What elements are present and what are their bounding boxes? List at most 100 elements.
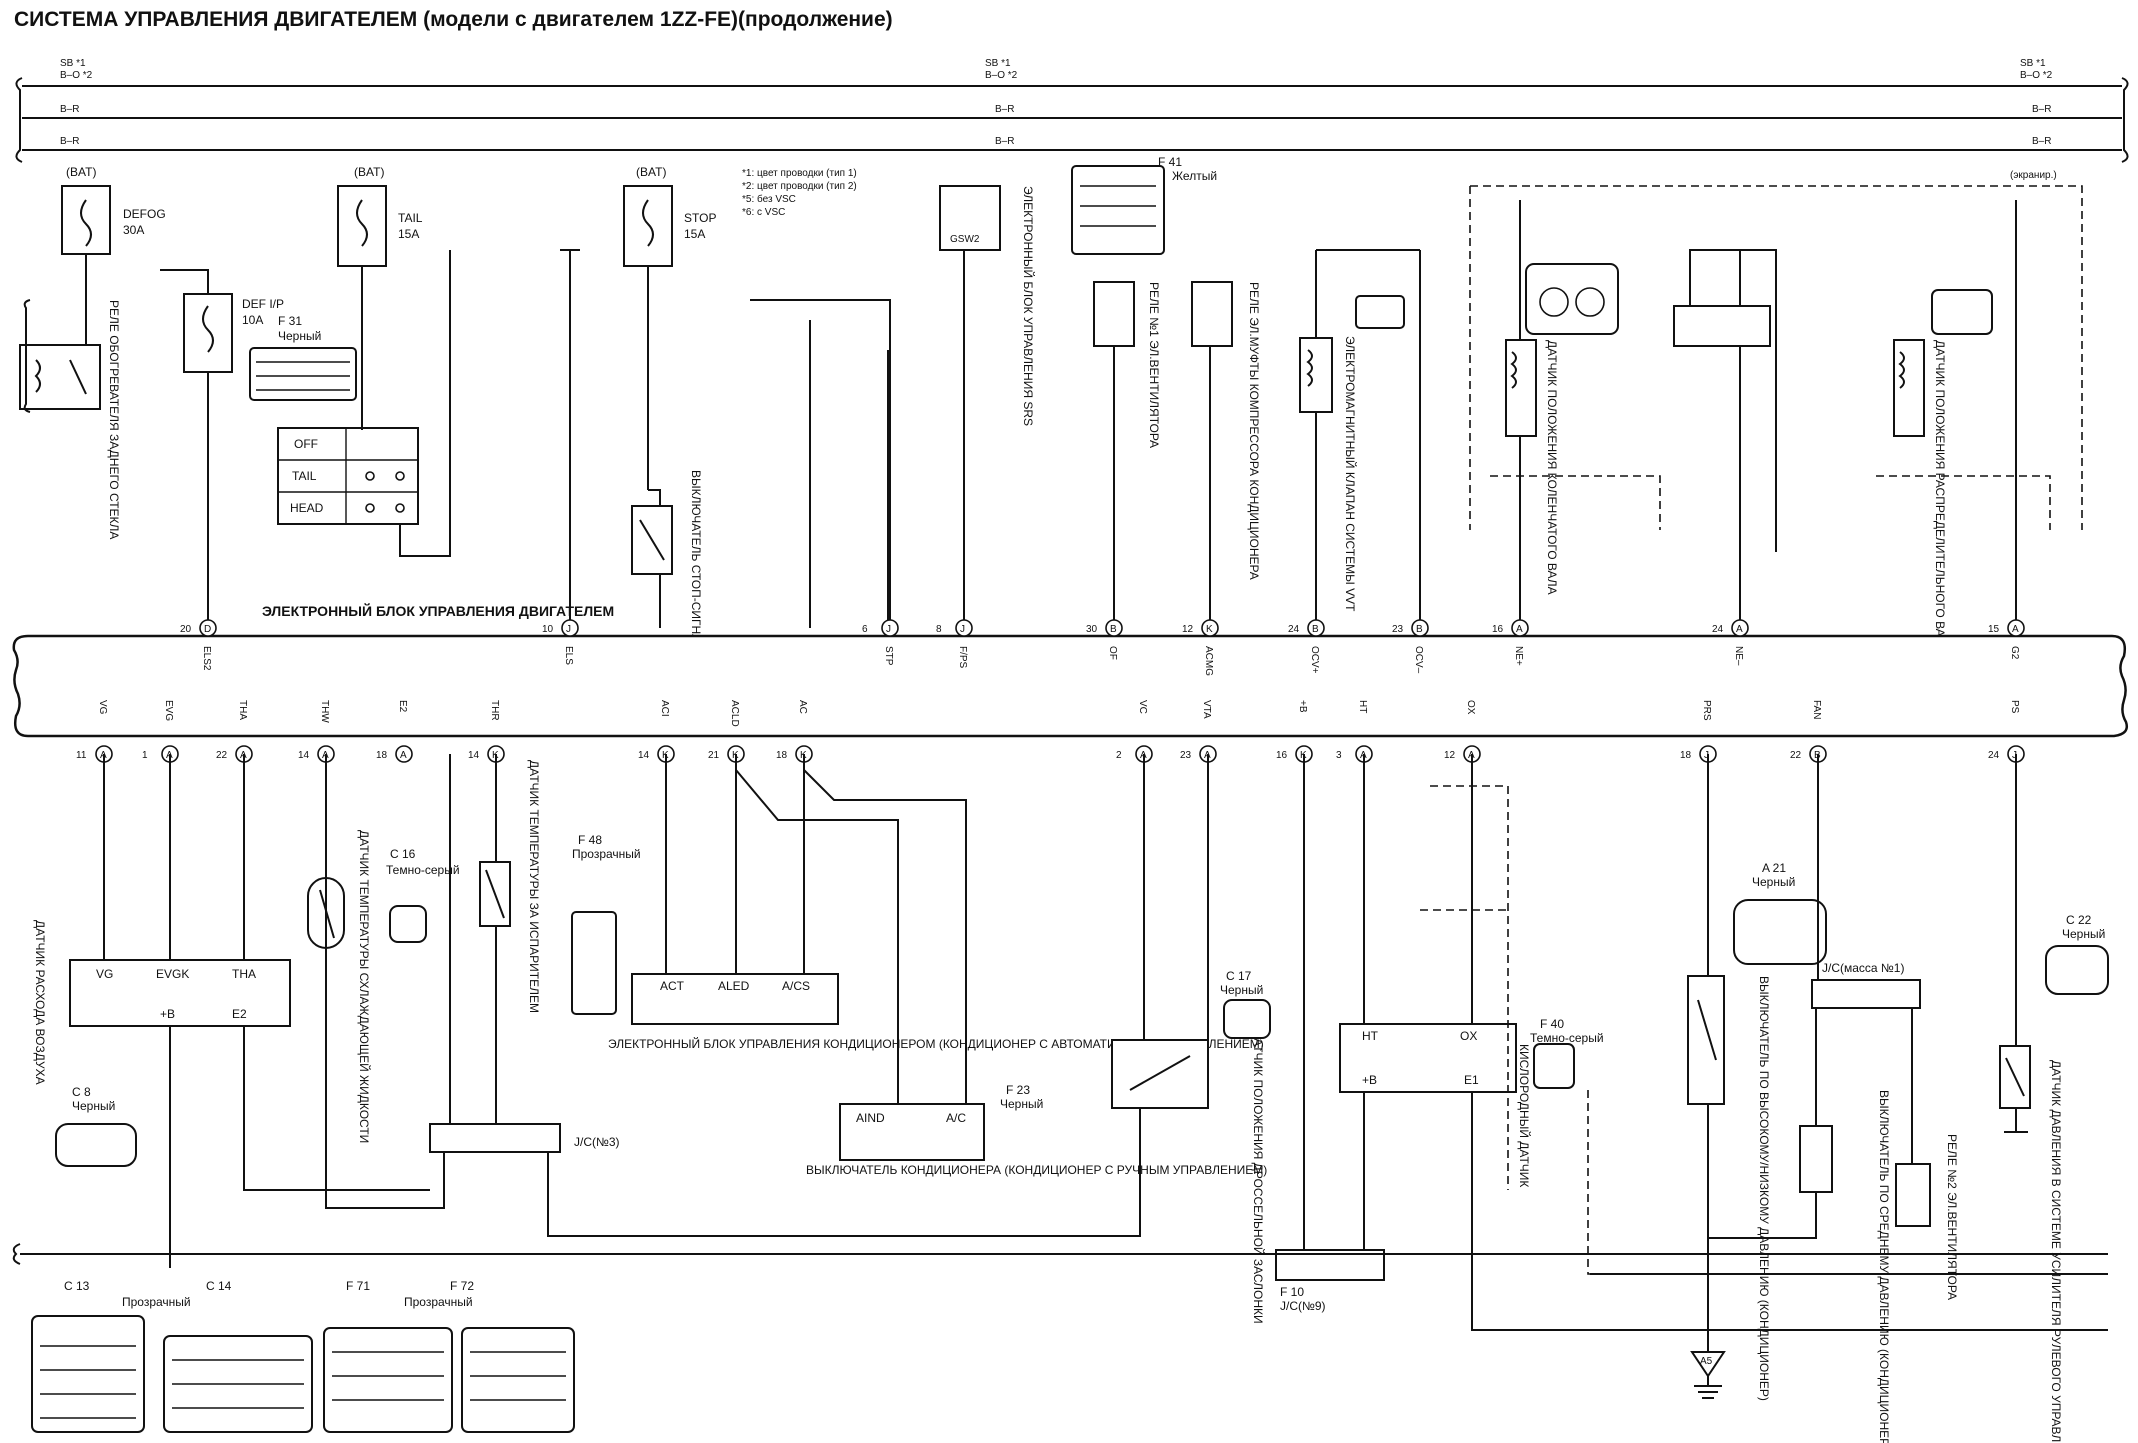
note-1: *1: цвет проводки (тип 1) [742,168,857,179]
conn-f71-id: F 71 [346,1279,370,1293]
svg-text:A: A [2012,624,2019,635]
evap-temp-label: ДАТЧИК ТЕМПЕРАТУРЫ ЗА ИСПАРИТЕЛЕМ [527,760,541,1013]
svg-text:J: J [960,624,965,635]
mp-switch-label: ВЫКЛЮЧАТЕЛЬ ПО СРЕДНЕМУ ДАВЛЕНИЮ (КОНДИЦ… [1877,1090,1891,1443]
conn-c13-id: C 13 [64,1279,90,1293]
ps-sensor-label: ДАТЧИК ДАВЛЕНИЯ В СИСТЕМЕ УСИЛИТЕЛЯ РУЛЕ… [2049,1060,2063,1443]
ps-sensor: ДАТЧИК ДАВЛЕНИЯ В СИСТЕМЕ УСИЛИТЕЛЯ РУЛЕ… [1999,913,2109,1443]
switch-pos-head: HEAD [290,501,324,515]
svg-text:F 23: F 23 [1006,1083,1030,1097]
svg-text:6: 6 [862,624,868,635]
stop-light-switch: ВЫКЛЮЧАТЕЛЬ СТОП-СИГНАЛОВ [631,470,703,668]
svg-text:THA: THA [237,700,248,720]
svg-text:30A: 30A [123,223,144,237]
svg-text:ELS2: ELS2 [201,646,212,671]
bus2-label: B–R [60,104,79,115]
conn-c13-color: Прозрачный [122,1295,191,1309]
fuse-tail-name: TAIL [398,211,423,225]
svg-text:+B: +B [160,1007,175,1021]
svg-text:VC: VC [1137,700,1148,714]
ect-label: ДАТЧИК ТЕМПЕРАТУРЫ СХЛАЖДАЮЩЕЙ ЖИДКОСТИ [357,830,372,1143]
svg-text:C 22: C 22 [2066,913,2092,927]
svg-text:B: B [1110,624,1117,635]
svg-text:23: 23 [1180,750,1192,761]
bus2-label-right: B–R [2032,104,2051,115]
ground-a5: A5 [1690,1338,1726,1399]
ecu-top-pins: D20ELS2J10ELSJ6STPJ8F/PSB30OFK12ACMGB24O… [180,619,2025,676]
ac-ecu: ACT ALED A/CS ЭЛЕКТРОННЫЙ БЛОК УПРАВЛЕНИ… [608,973,1264,1051]
svg-text:24: 24 [1988,750,2000,761]
vvt-label: ЭЛЕКТРОМАГНИТНЫЙ КЛАПАН СИСТЕМЫ VVT [1343,336,1358,612]
defog-relay: РЕЛЕ ОБОГРЕВАТЕЛЯ ЗАДНЕГО СТЕКЛА [19,299,121,539]
bus3-label-mid: B–R [995,136,1014,147]
svg-text:E1: E1 [1464,1073,1479,1087]
f31-connector: F 31 Черный [249,314,357,401]
svg-text:EVG: EVG [163,700,174,721]
vvt-solenoid: ЭЛЕКТРОМАГНИТНЫЙ КЛАПАН СИСТЕМЫ VVT [1299,249,1420,612]
o2-sensor: HT OX +B E1 КИСЛОРОДНЫЙ ДАТЧИК F 40 Темн… [1339,1017,1604,1187]
light-switch: OFF TAIL HEAD [277,250,451,557]
crankshaft-sensor: ДАТЧИК ПОЛОЖЕНИЯ КОЛЕНЧАТОГО ВАЛА [1505,263,1619,595]
fuse-defog-name: DEFOG [123,207,166,221]
jc3-top [1673,249,1777,552]
svg-text:15A: 15A [398,227,419,241]
evap-temp-sensor: ДАТЧИК ТЕМПЕРАТУРЫ ЗА ИСПАРИТЕЛЕМ F 48 П… [479,760,641,1015]
svg-text:Желтый: Желтый [1172,169,1217,183]
top-bus-lines: SB *1 B–O *2 SB *1 B–O *2 SB *1 B–O *2 B… [15,58,2129,181]
f41-yellow-connector: F 41 Желтый [1071,155,1217,255]
ecu-top-pin-f-ps: J8F/PS [936,619,973,669]
svg-text:F 48: F 48 [578,833,602,847]
svg-text:EVGK: EVGK [156,967,189,981]
svg-text:F 41: F 41 [1158,155,1182,169]
bus1-tag-a: SB *1 [60,58,86,69]
svg-text:PRS: PRS [1701,700,1712,721]
svg-text:PS: PS [2009,700,2020,714]
svg-text:(BAT): (BAT) [66,165,96,179]
jc1-ground: J/C(масса №1) [1811,961,1921,1009]
svg-text:F 10: F 10 [1280,1285,1304,1299]
ac-switch: AIND A/C ВЫКЛЮЧАТЕЛЬ КОНДИЦИОНЕРА (КОНДИ… [806,1083,1267,1177]
svg-text:(BAT): (BAT) [636,165,666,179]
svg-text:VG: VG [97,700,108,715]
stop-switch-label: ВЫКЛЮЧАТЕЛЬ СТОП-СИГНАЛОВ [689,470,703,668]
svg-text:HT: HT [1362,1029,1379,1043]
conn-c14-id: C 14 [206,1279,232,1293]
svg-text:OCV+: OCV+ [1309,646,1320,674]
svg-text:22: 22 [216,750,228,761]
svg-text:18: 18 [776,750,788,761]
svg-text:F 40: F 40 [1540,1017,1564,1031]
svg-text:THW: THW [319,700,330,723]
svg-text:OX: OX [1460,1029,1477,1043]
bus2-label-mid: B–R [995,104,1014,115]
svg-text:C 17: C 17 [1226,969,1252,983]
svg-text:10: 10 [542,624,554,635]
svg-text:22: 22 [1790,750,1802,761]
fuse-def-ip-name: DEF I/P [242,297,284,311]
fan-relay-1: РЕЛЕ №1 ЭЛ.ВЕНТИЛЯТОРА [1093,281,1161,448]
bus1-tag-a-right: SB *1 [2020,58,2046,69]
svg-text:ELS: ELS [563,646,574,665]
fan-relay-2-label: РЕЛЕ №2 ЭЛ.ВЕНТИЛЯТОРА [1945,1134,1959,1300]
svg-text:1: 1 [142,750,148,761]
conn-f72-id: F 72 [450,1279,474,1293]
svg-text:2: 2 [1116,750,1122,761]
svg-text:ACI: ACI [659,700,670,717]
svg-text:THR: THR [489,700,500,721]
svg-text:12: 12 [1444,750,1456,761]
svg-text:A: A [1516,624,1523,635]
svg-text:G2: G2 [2009,646,2020,660]
fuse-stop-name: STOP [684,211,716,225]
svg-text:18: 18 [376,750,388,761]
svg-text:Черный: Черный [278,329,321,343]
svg-text:AC: AC [797,700,808,714]
svg-text:21: 21 [708,750,720,761]
svg-text:+B: +B [1362,1073,1377,1087]
svg-text:AIND: AIND [856,1111,885,1125]
svg-text:VTA: VTA [1201,700,1212,719]
svg-text:F 31: F 31 [278,314,302,328]
